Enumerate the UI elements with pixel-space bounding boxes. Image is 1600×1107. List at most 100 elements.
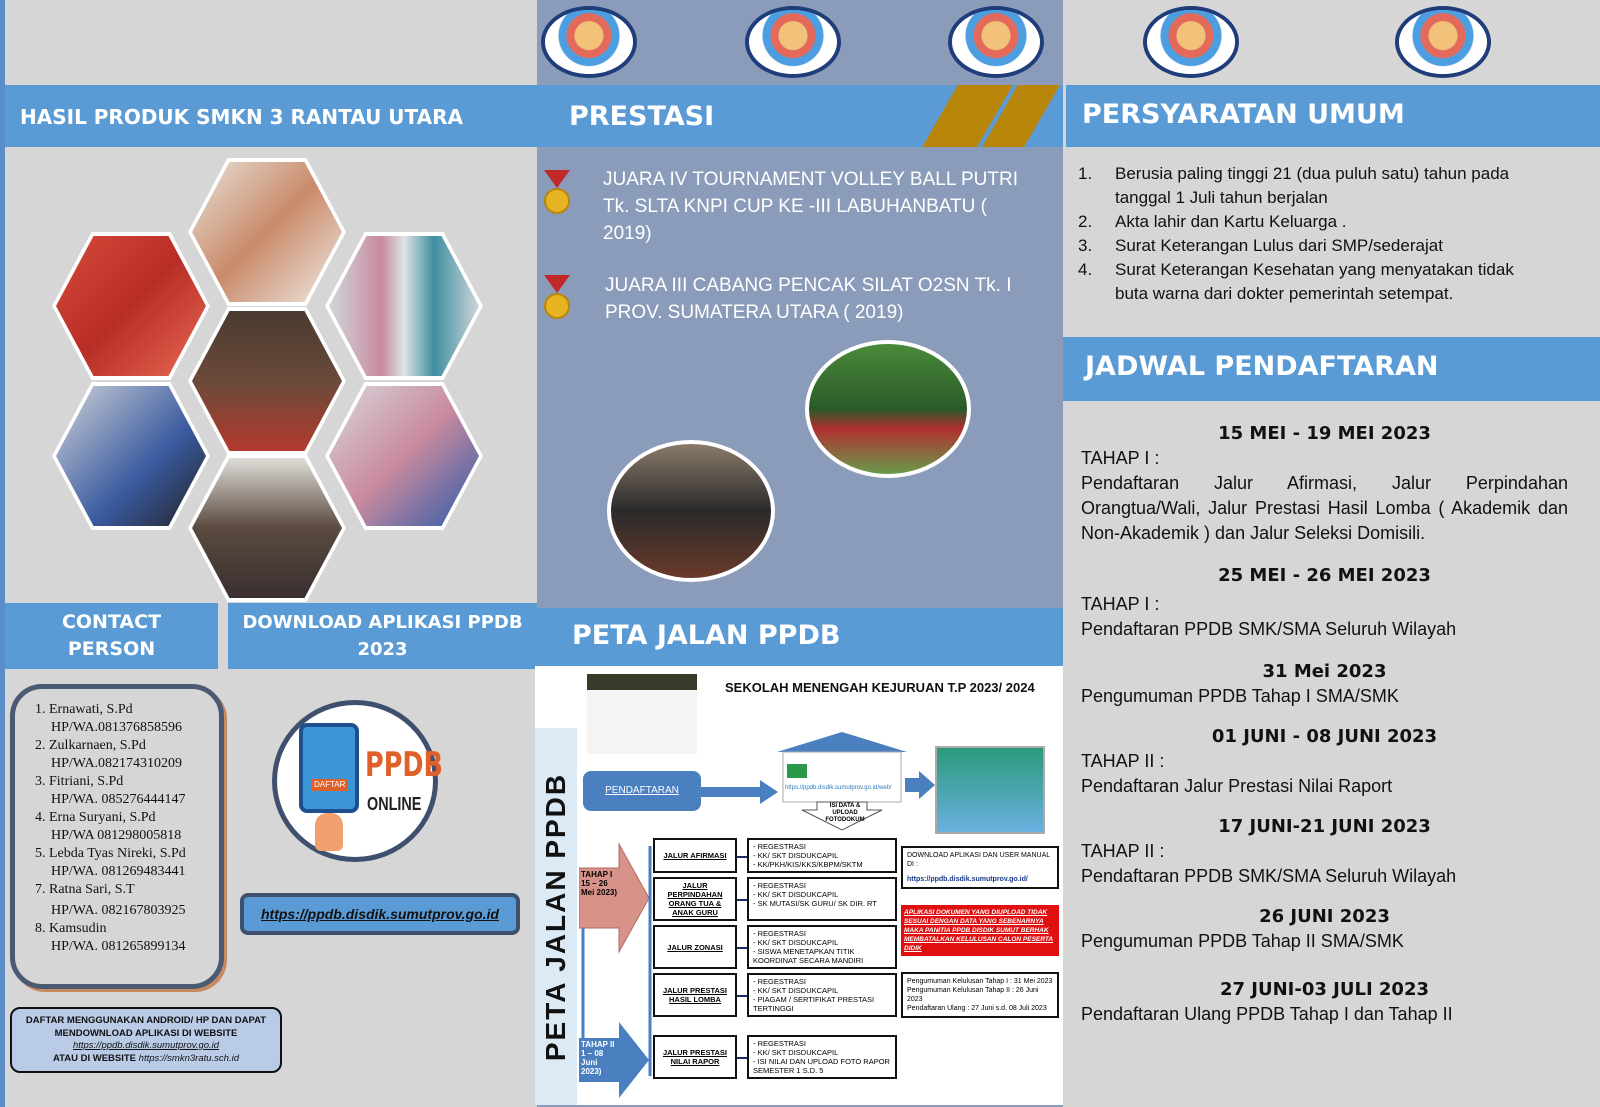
jalur-afirmasi: JALUR AFIRMASI — [653, 838, 737, 873]
product-photo-salon — [52, 382, 210, 530]
schedule-stage: TAHAP I : — [1081, 594, 1160, 614]
contact-phone[interactable]: HP/WA.082174310209 — [51, 756, 183, 771]
schedule-desc: Pengumuman PPDB Tahap I SMA/SMK — [1081, 686, 1399, 706]
note-ppdb-link[interactable]: https://ppdb.disdik.sumutprov.go.id — [72, 1040, 220, 1051]
schedule-date: 17 JUNI-21 JUNI 2023 — [1218, 816, 1431, 837]
requirement-number: 2. — [1078, 212, 1093, 231]
arrow-right-icon — [737, 1035, 747, 1079]
health-protocol-icon — [541, 6, 637, 78]
contact-phone[interactable]: HP/WA. 081269483441 — [51, 864, 186, 879]
product-photo-students — [188, 307, 346, 455]
req-line: - REGESTRASI — [753, 881, 806, 890]
medal-icon — [544, 170, 570, 214]
contact-phone[interactable]: HP/WA.081376858596 — [51, 720, 183, 735]
note-line: DAFTAR MENGGUNAKAN ANDROID/ HP DAN DAPAT — [25, 1015, 267, 1026]
tahap2-label: TAHAP II 1 – 08 Juni 2023) — [581, 1040, 615, 1076]
contact-phone[interactable]: HP/WA. 081265899134 — [51, 939, 186, 954]
daftar-button-graphic: DAFTAR — [311, 779, 349, 791]
contact-name: 4. Erna Suryani, S.Pd — [35, 810, 156, 825]
volleyball-team-photo — [805, 340, 971, 478]
note-school-link[interactable]: https://smkn3ratu.sch.id — [138, 1052, 239, 1064]
product-photo-hairdressing — [325, 382, 483, 530]
schedule-desc: Pendaftaran Jalur Afirmasi, Jalur Perpin… — [1081, 473, 1568, 543]
contact-phone[interactable]: HP/WA 081298005818 — [51, 828, 182, 843]
info-column: DOWNLOAD APLIKASI DAN USER MANUAL DI :ht… — [901, 846, 1059, 1018]
requirement-item: 1.Berusia paling tinggi 21 (dua puluh sa… — [1078, 162, 1548, 210]
distance-icon — [948, 6, 1044, 78]
ppdb-website-screenshot — [935, 746, 1045, 834]
contact-name: 3. Fitriani, S.Pd — [35, 774, 124, 789]
contact-phone[interactable]: HP/WA. 082167803925 — [51, 903, 186, 918]
product-photo-clothes — [325, 232, 483, 380]
requirement-number: 3. — [1078, 236, 1093, 255]
ppdb-website-link[interactable]: https://ppdb.disdik.sumutprov.go.id — [240, 893, 520, 935]
schedule-desc: Pendaftaran PPDB SMK/SMA Seluruh Wilayah — [1081, 866, 1457, 886]
note-line: MENDOWNLOAD APLIKASI DI WEBSITE — [54, 1027, 238, 1039]
download-app-header: DOWNLOAD APLIKASI PPDB 2023 — [228, 603, 537, 669]
officials-photo — [587, 674, 697, 754]
contact-item: 7. Ratna Sari, S.T HP/WA. 082167803925 — [35, 881, 219, 920]
contact-name: 2. Zulkarnaen, S.Pd — [35, 738, 146, 753]
roadmap-side-bar — [535, 728, 577, 1105]
pendaftaran-box: PENDAFTARAN — [583, 771, 701, 811]
requirement-item: 4.Surat Keterangan Kesehatan yang menyat… — [1078, 258, 1548, 306]
eppdb-site-graphic — [777, 732, 907, 831]
requirement-text: Surat Keterangan Lulus dari SMP/sederaja… — [1115, 236, 1443, 255]
contact-person-header: CONTACT PERSON — [5, 603, 218, 669]
download-info-box: DOWNLOAD APLIKASI DAN USER MANUAL DI :ht… — [901, 846, 1059, 889]
jalur-requirements: - REGESTRASI- KK/ SKT DISDUKCAPIL- SISWA… — [747, 925, 897, 969]
roadmap-title: SEKOLAH MENENGAH KEJURUAN T.P 2023/ 2024 — [725, 680, 1035, 695]
contact-phone[interactable]: HP/WA. 085276444147 — [51, 792, 186, 807]
phone-icon: DAFTAR — [299, 723, 359, 813]
no-crowd-icon — [1143, 6, 1239, 78]
note-line: ATAU DI WEBSITE — [52, 1052, 137, 1064]
requirements-header: PERSYARATAN UMUM — [1066, 85, 1600, 147]
schedule-date: 31 Mei 2023 — [1262, 661, 1387, 682]
announcement-line: Pendaftaran Ulang : 27 Juni s.d. 08 Juli… — [907, 1005, 1047, 1012]
branch-connector — [648, 846, 652, 1076]
schedule-date: 01 JUNI - 08 JUNI 2023 — [1211, 726, 1438, 747]
medal-icon — [544, 275, 570, 319]
jalur-list: JALUR AFIRMASI - REGESTRASI- KK/ SKT DIS… — [653, 838, 897, 1079]
jalur-row: JALUR AFIRMASI - REGESTRASI- KK/ SKT DIS… — [653, 838, 897, 873]
contact-name: 7. Ratna Sari, S.T — [35, 882, 135, 897]
schedule-desc: Pendaftaran Ulang PPDB Tahap I dan Tahap… — [1081, 1004, 1453, 1024]
announcement-line: Pengumuman Kelulusan Tahap I : 31 Mei 20… — [907, 978, 1053, 985]
achievement-volleyball: JUARA IV TOURNAMENT VOLLEY BALL PUTRI Tk… — [603, 169, 1018, 244]
arrow-right-icon — [700, 780, 778, 804]
jalur-requirements: - REGESTRASI- KK/ SKT DISDUKCAPIL- PIAGA… — [747, 973, 897, 1017]
product-photo-food — [188, 158, 346, 306]
download-info-link[interactable]: https://ppdb.disdik.sumutprov.go.id/ — [907, 876, 1028, 883]
arrow-right-icon — [737, 925, 747, 969]
roadmap-side-label: PETA JALAN PPDB — [540, 772, 571, 1062]
req-line: - KK/ SKT DISDUKCAPIL — [753, 1048, 839, 1057]
req-line: - KK/ SKT DISDUKCAPIL — [753, 851, 839, 860]
arrow-right-icon — [737, 877, 747, 921]
jalur-perpindahan: JALUR PERPINDAHAN ORANG TUA & ANAK GURU — [653, 877, 737, 921]
tahap1-label: TAHAP I 15 – 26 Mei 2023) — [581, 870, 618, 897]
jalur-row: JALUR PRESTASI NILAI RAPOR - REGESTRASI-… — [653, 1035, 897, 1079]
arrow-right-icon — [737, 838, 747, 873]
jalur-row: JALUR PERPINDAHAN ORANG TUA & ANAK GURU … — [653, 877, 897, 921]
jalur-requirements: - REGESTRASI- KK/ SKT DISDUKCAPIL- ISI N… — [747, 1035, 897, 1079]
right-panel — [1063, 0, 1600, 1107]
schedule-header: JADWAL PENDAFTARAN — [1063, 337, 1600, 401]
roadmap-chart: PETA JALAN PPDB SEKOLAH MENENGAH KEJURUA… — [535, 666, 1063, 1105]
schedule-desc: Pengumuman PPDB Tahap II SMA/SMK — [1081, 931, 1404, 951]
jalur-row: JALUR PRESTASI HASIL LOMBA - REGESTRASI-… — [653, 973, 897, 1017]
roadmap-header: PETA JALAN PPDB — [537, 608, 1063, 666]
jalur-row: JALUR ZONASI - REGESTRASI- KK/ SKT DISDU… — [653, 925, 897, 969]
announcement-box: Pengumuman Kelulusan Tahap I : 31 Mei 20… — [901, 972, 1059, 1018]
ppdb-online-logo: DAFTAR PPDB ONLINE — [272, 700, 443, 862]
schedule-date: 27 JUNI-03 JULI 2023 — [1219, 979, 1430, 1000]
stay-home-icon — [1395, 6, 1491, 78]
req-line: - KK/ SKT DISDUKCAPIL — [753, 938, 839, 947]
